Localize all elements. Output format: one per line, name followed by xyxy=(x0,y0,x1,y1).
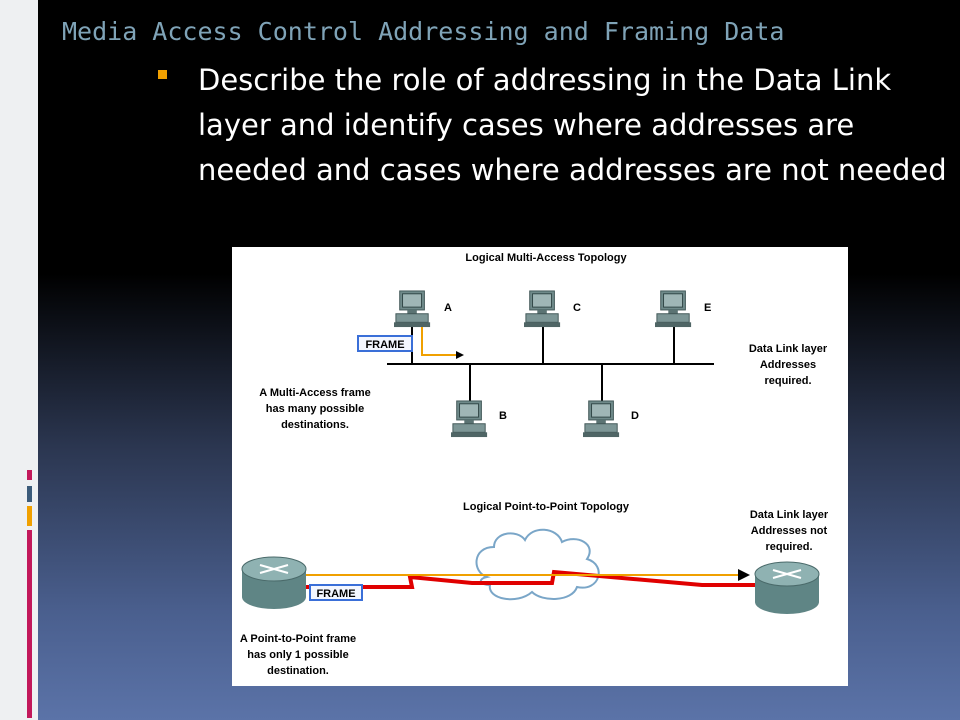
slide-title: Media Access Control Addressing and Fram… xyxy=(62,17,785,46)
node-label-b: B xyxy=(499,410,507,422)
computer-b-icon xyxy=(451,400,488,438)
left-decorative-strip xyxy=(0,0,38,720)
node-label-c: C xyxy=(573,302,581,314)
p2p-right-line-2: Addresses not xyxy=(751,525,828,537)
multi-note-line-3: destinations. xyxy=(281,419,349,431)
p2p-link-line xyxy=(302,569,758,589)
p2p-note-line-2: has only 1 possible xyxy=(247,649,348,661)
p2p-right-line-1: Data Link layer xyxy=(750,509,829,521)
computer-c-icon xyxy=(524,290,561,328)
network-cloud-icon xyxy=(475,528,600,601)
accent-bar-4 xyxy=(27,530,32,718)
computer-a-icon xyxy=(394,290,431,328)
frame-box-multi xyxy=(357,335,413,352)
node-label-e: E xyxy=(704,302,711,314)
computer-d-icon xyxy=(583,400,620,438)
multi-right-line-3: required. xyxy=(764,375,811,387)
multi-note-line-2: has many possible xyxy=(266,403,364,415)
frame-box-p2p xyxy=(309,584,363,601)
p2p-arrowhead-icon xyxy=(738,569,750,581)
accent-bar-3 xyxy=(27,506,32,526)
node-label-a: A xyxy=(444,302,452,314)
frame-path-line xyxy=(421,327,457,356)
accent-bar-1 xyxy=(27,470,32,480)
topology-diagram: Logical Multi-Access Topology A C E B D … xyxy=(232,247,848,686)
p2p-right-line-3: required. xyxy=(765,541,812,553)
bullet-text: Describe the role of addressing in the D… xyxy=(198,63,947,187)
multi-right-line-1: Data Link layer xyxy=(749,343,828,355)
multi-access-title: Logical Multi-Access Topology xyxy=(465,252,627,264)
computer-e-icon xyxy=(655,290,692,328)
router-right-icon xyxy=(754,561,820,614)
accent-bar-2 xyxy=(27,486,32,502)
p2p-note-line-3: destination. xyxy=(267,665,329,677)
frame-label-multi: FRAME xyxy=(365,339,404,351)
multi-right-line-2: Addresses xyxy=(760,359,816,371)
multi-note-line-1: A Multi-Access frame xyxy=(259,387,370,399)
p2p-title: Logical Point-to-Point Topology xyxy=(463,501,630,513)
bullet-square-icon xyxy=(158,70,167,79)
router-left-icon xyxy=(241,556,307,609)
frame-label-p2p: FRAME xyxy=(316,588,355,600)
node-label-d: D xyxy=(631,410,639,422)
p2p-note-line-1: A Point-to-Point frame xyxy=(240,633,356,645)
